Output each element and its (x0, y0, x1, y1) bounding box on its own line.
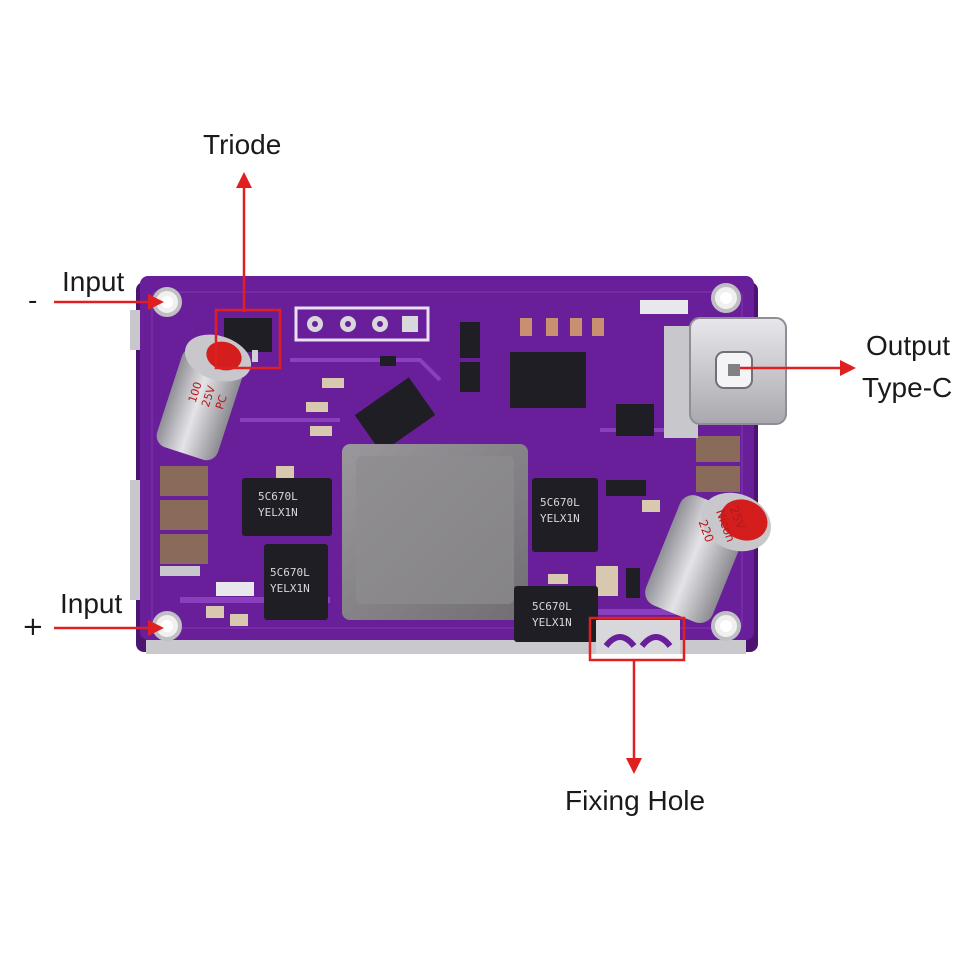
capacitor-large (645, 492, 771, 624)
power-inductor (342, 444, 528, 620)
minus-sign: - (28, 286, 38, 316)
pin-header (294, 306, 430, 342)
mosfet-marking-4b: YELX1N (532, 616, 572, 629)
mosfet-marking-1a: 5C670L (258, 490, 298, 503)
mosfet-marking-1b: YELX1N (258, 506, 298, 519)
mosfets (242, 478, 598, 642)
triode-arrow (236, 172, 252, 312)
usb-type-c-port (664, 317, 787, 438)
smd-components (206, 300, 688, 626)
mosfet-marking-3b: YELX1N (540, 512, 580, 525)
filter-capacitors-left (160, 466, 208, 576)
mosfet-marking-2a: 5C670L (270, 566, 310, 579)
cap-small-series: PC (213, 393, 230, 411)
mosfet-marking-2b: YELX1N (270, 582, 310, 595)
output-arrow (740, 360, 856, 376)
input-minus-label: Input (62, 266, 125, 297)
input-plus-arrow (54, 620, 164, 636)
capacitor-small-markings: 100 25V PC (186, 380, 230, 411)
controller-ics (354, 352, 654, 453)
mosfet-marking-4a: 5C670L (532, 600, 572, 613)
output-label: Output (866, 330, 951, 361)
mosfet-marking-3a: 5C670L (540, 496, 580, 509)
input-minus-arrow (54, 294, 164, 310)
input-plus-label: Input (60, 588, 123, 619)
component-markings: 5C670L YELX1N 5C670L YELX1N 5C670L YELX1… (258, 490, 580, 629)
callout-arrows (54, 172, 856, 774)
callout-boxes (214, 308, 686, 662)
cap-small-value: 100 (186, 380, 205, 404)
fixing-hole-label: Fixing Hole (565, 785, 706, 816)
type-c-label: Type-C (862, 372, 953, 403)
triode-label: Triode (203, 129, 282, 160)
fixing-hole-pads (596, 620, 680, 654)
plus-sign: + (22, 612, 44, 642)
fixing-hole-arrow (626, 660, 642, 774)
cap-small-voltage: 25V (199, 384, 218, 409)
filter-capacitors-right (696, 436, 740, 492)
